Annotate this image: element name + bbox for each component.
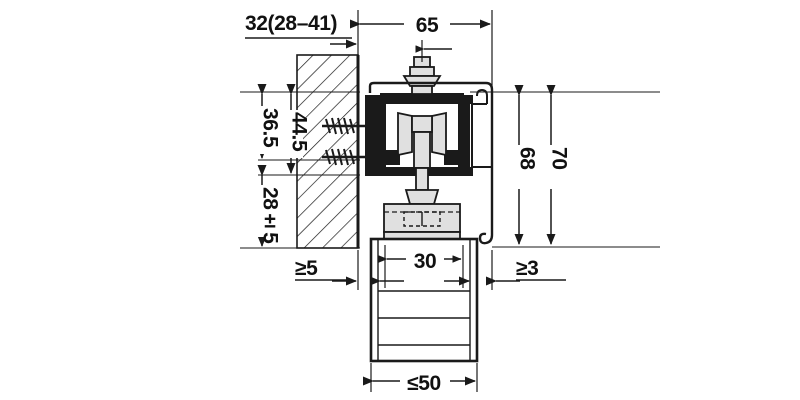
dimension-right-clearance: ≥3: [486, 250, 566, 290]
dimension-panel-max-width: ≤50: [363, 363, 478, 395]
dim-door-thickness-label: 30: [414, 250, 437, 273]
dim-cover-height-label: 68: [516, 147, 539, 170]
dim-bottom-gap-label: 28±5: [259, 187, 282, 244]
vertical-extension-lines: [240, 91, 360, 249]
dim-wall-offset-label: 32(28–41): [245, 12, 337, 35]
dimension-overall-height: 70: [539, 85, 571, 245]
dim-track-width-label: 65: [416, 14, 439, 37]
dimension-left-clearance: ≥5: [295, 250, 359, 290]
roller-right: [431, 111, 447, 157]
dimension-bottom-gap: 28±5: [250, 165, 282, 247]
dimension-door-thickness: 30: [370, 245, 470, 288]
wall-section: [296, 54, 359, 249]
dim-overall-height-label: 70: [548, 147, 571, 170]
carriage-stem-bolt: [411, 115, 433, 191]
dimension-wall-offset: 32(28–41): [245, 12, 357, 49]
fascia-cover-panel: [368, 81, 494, 245]
dimension-cover-height: 68: [507, 85, 539, 245]
hex-lock-nut: [404, 189, 440, 205]
dim-panel-max-width-label: ≤50: [407, 372, 441, 395]
right-extension-lines: [470, 91, 660, 248]
dim-left-clearance-label: ≥5: [295, 257, 318, 280]
dim-upper-screw-label: 36.5: [259, 108, 282, 148]
dim-right-clearance-label: ≥3: [516, 257, 538, 280]
dimension-track-width: 65: [350, 10, 493, 90]
centre-mark: [415, 40, 452, 62]
roller-left: [397, 111, 413, 157]
hex-head-adjustment-bolt: [402, 56, 442, 95]
door-mounting-bracket: [383, 203, 461, 240]
dimension-upper-screw-height: 36.5: [250, 84, 282, 159]
dim-lower-screw-label: 44.5: [288, 112, 311, 152]
dimension-lower-screw-height: 44.5: [279, 84, 311, 174]
